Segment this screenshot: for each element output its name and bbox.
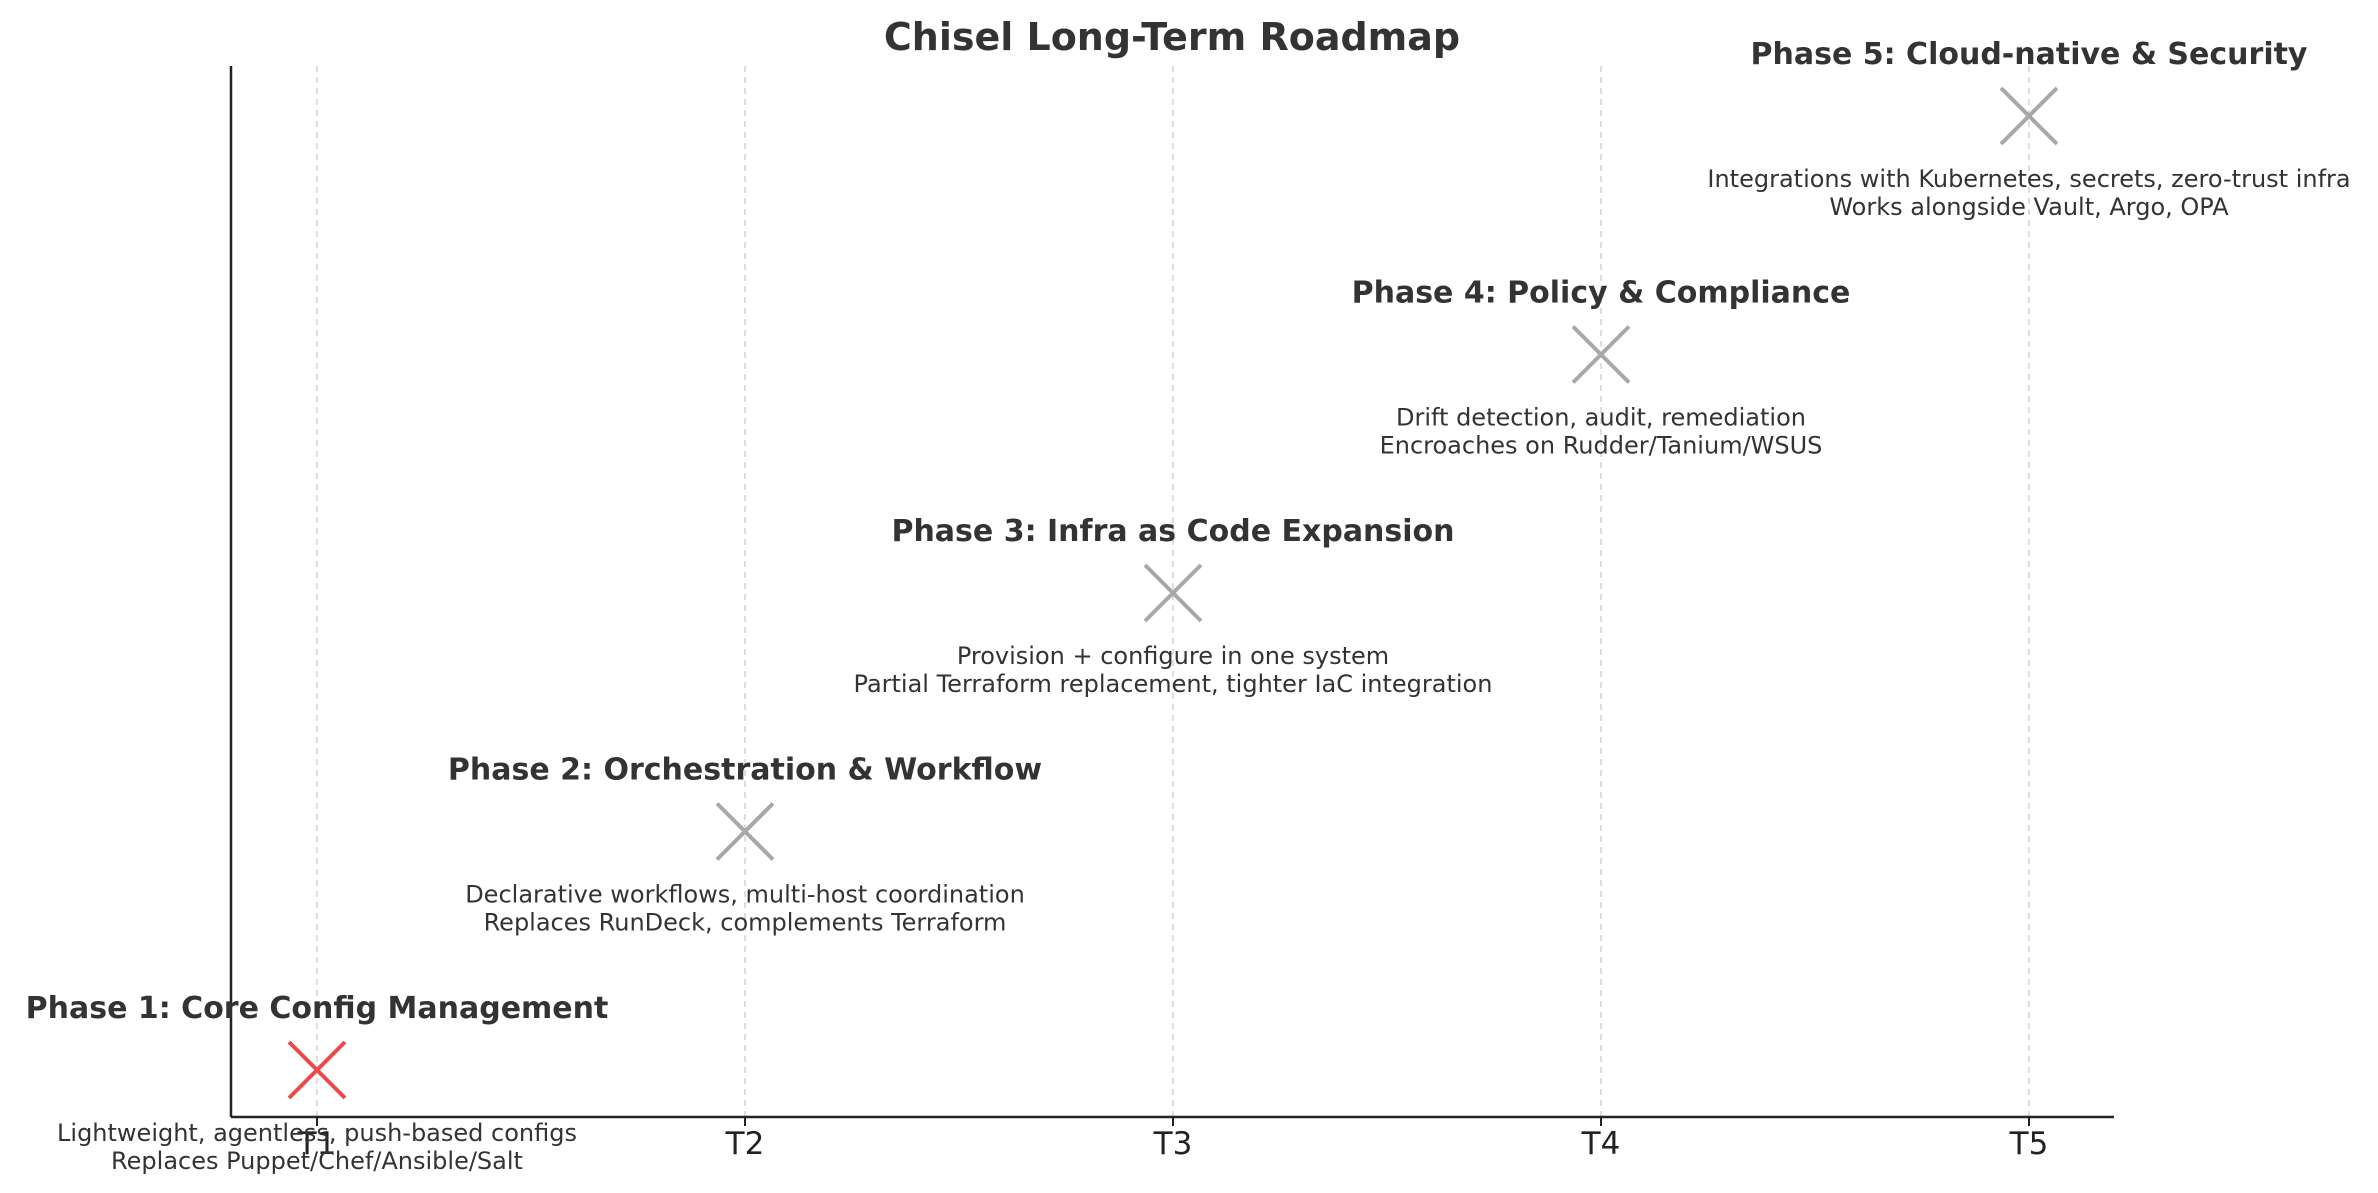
phase-5-description-line-1: Integrations with Kubernetes, secrets, z… xyxy=(1707,165,2350,193)
phase-2-marker-stroke-b xyxy=(715,802,775,861)
phase-1-group: Phase 1: Core Config ManagementLightweig… xyxy=(26,991,609,1175)
phase-3-marker-stroke-b xyxy=(1143,563,1203,623)
phase-3-group: Phase 3: Infra as Code ExpansionProvisio… xyxy=(854,514,1493,698)
phase-5-group: Phase 5: Cloud-native & SecurityIntegrat… xyxy=(1707,37,2350,221)
tick-label-t1: T1 xyxy=(297,1126,337,1162)
phase-4-description-line-2: Encroaches on Rudder/Tanium/WSUS xyxy=(1380,432,1823,460)
phase-3-description-line-2: Partial Terraform replacement, tighter I… xyxy=(854,670,1493,698)
phase-2-title: Phase 2: Orchestration & Workflow xyxy=(448,753,1042,788)
phase-3-title: Phase 3: Infra as Code Expansion xyxy=(891,514,1454,549)
phase-4-description-line-1: Drift detection, audit, remediation xyxy=(1396,404,1806,432)
phase-1-description-line-2: Replaces Puppet/Chef/Ansible/Salt xyxy=(111,1147,523,1175)
tick-label-t4: T4 xyxy=(1581,1126,1621,1162)
data-marks: Phase 1: Core Config ManagementLightweig… xyxy=(26,37,2351,1175)
phase-1-marker-stroke-b xyxy=(287,1040,347,1100)
phase-4-marker-stroke-b xyxy=(1571,325,1631,384)
phase-5-description-line-2: Works alongside Vault, Argo, OPA xyxy=(1829,193,2229,221)
phase-5-title: Phase 5: Cloud-native & Security xyxy=(1751,37,2308,72)
phase-1-title: Phase 1: Core Config Management xyxy=(26,991,609,1026)
phase-5-marker-stroke-b xyxy=(1999,86,2059,146)
phase-2-description-line-1: Declarative workflows, multi-host coordi… xyxy=(465,881,1025,909)
x-ticks: T1 T2 T3 T4 T5 xyxy=(297,1117,2049,1162)
phase-4-title: Phase 4: Policy & Compliance xyxy=(1352,276,1851,311)
phase-2-group: Phase 2: Orchestration & WorkflowDeclara… xyxy=(448,753,1042,937)
phase-2-description-line-2: Replaces RunDeck, complements Terraform xyxy=(484,909,1007,937)
tick-label-t5: T5 xyxy=(2009,1126,2049,1162)
tick-label-t3: T3 xyxy=(1153,1126,1193,1162)
phase-3-description-line-1: Provision + configure in one system xyxy=(957,642,1389,670)
tick-label-t2: T2 xyxy=(725,1126,765,1162)
chart-title: Chisel Long-Term Roadmap xyxy=(884,15,1460,59)
phase-1-description-line-1: Lightweight, agentless, push-based confi… xyxy=(57,1119,577,1147)
